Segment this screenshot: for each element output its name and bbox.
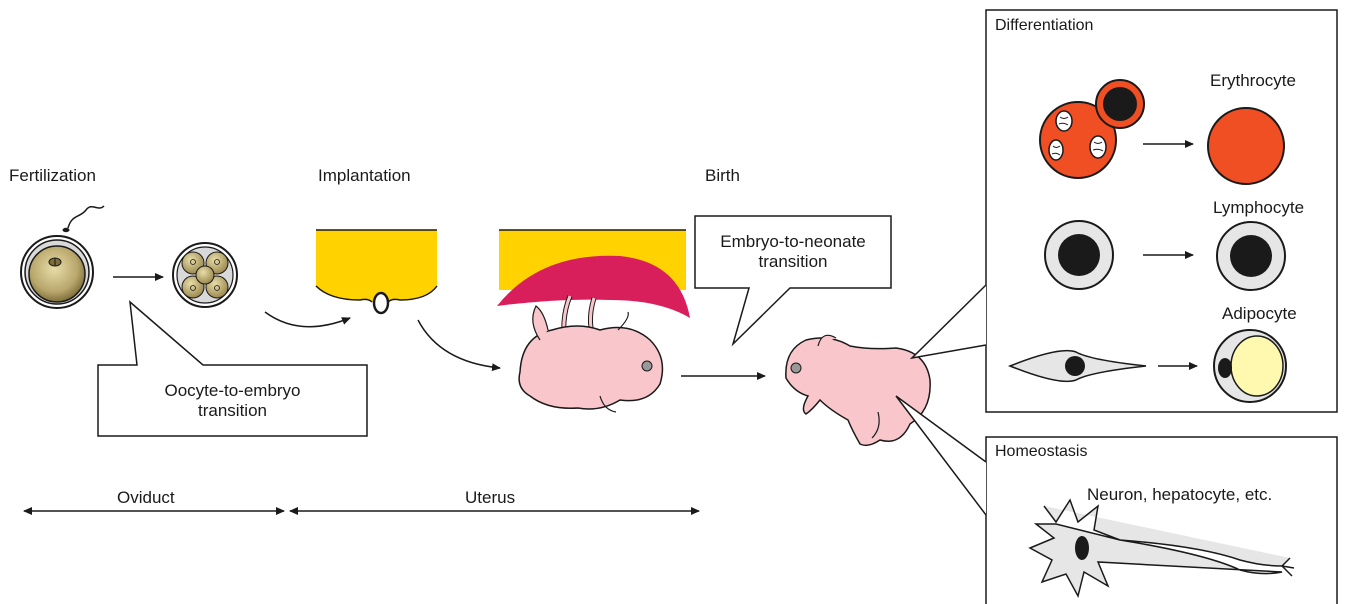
adipocyte [1214, 330, 1286, 402]
neonate-callout-line1: Embryo-to-neonate [695, 232, 891, 252]
neonate-mouse [786, 335, 930, 445]
oocyte-callout-line2: transition [98, 401, 367, 421]
oocyte-callout-text: Oocyte-to-embryo transition [98, 381, 367, 421]
arrow-to-fetus [418, 320, 500, 368]
erythrocyte-label: Erythrocyte [1210, 71, 1296, 91]
stage-label-implantation: Implantation [318, 166, 411, 186]
fetus [519, 296, 662, 412]
four-cell-embryo [173, 243, 237, 307]
implanting-blastocyst [374, 293, 388, 313]
region-label-uterus: Uterus [465, 488, 515, 508]
adipocyte-label: Adipocyte [1222, 304, 1297, 324]
implantation-uterus [316, 230, 437, 313]
arrow-to-implantation [265, 312, 350, 327]
neuron-label: Neuron, hepatocyte, etc. [1087, 485, 1272, 505]
region-label-oviduct: Oviduct [117, 488, 175, 508]
stage-label-birth: Birth [705, 166, 740, 186]
homeostasis-title: Homeostasis [995, 443, 1087, 461]
lymphocyte [1217, 222, 1285, 290]
lymphocyte-label: Lymphocyte [1213, 198, 1304, 218]
neonate-callout-text: Embryo-to-neonate transition [695, 232, 891, 272]
lymphocyte-progenitor [1045, 221, 1113, 289]
differentiation-title: Differentiation [995, 17, 1093, 35]
oocyte-callout-line1: Oocyte-to-embryo [98, 381, 367, 401]
fertilized-egg [21, 206, 104, 308]
erythrocyte [1208, 108, 1284, 184]
stage-label-fertilization: Fertilization [9, 166, 96, 186]
neonate-callout-line2: transition [695, 252, 891, 272]
